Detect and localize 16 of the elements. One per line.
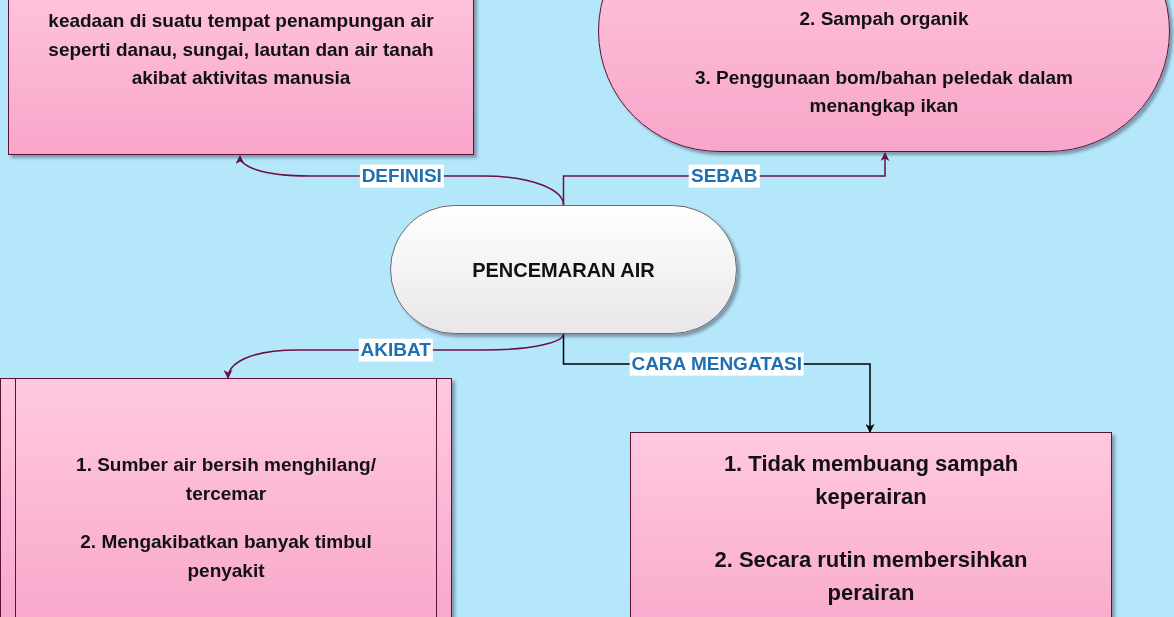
node-text: 2. Sampah organik xyxy=(799,7,969,31)
edge-label: AKIBAT xyxy=(358,338,433,362)
node-text: 1. Sumber air bersih menghilang/ tercemar xyxy=(75,453,377,506)
predefined-process-box xyxy=(0,378,452,617)
edge-label: DEFINISI xyxy=(359,164,444,188)
node-text: 2. Secara rutin membersihkan perairan xyxy=(713,546,1029,607)
edge-label: SEBAB xyxy=(689,164,760,188)
process-box xyxy=(630,432,1112,617)
node-text: 2. Mengakibatkan banyak timbul penyakit xyxy=(79,530,373,583)
edge-label: CARA MENGATASI xyxy=(629,352,805,376)
process-box xyxy=(8,0,474,155)
node-text: keadaan di suatu tempat penampungan air seperti danau, sungai, lautan dan air tanah akibat aktivitas manusia xyxy=(47,9,435,90)
node-text: 1. Tidak membuang sampah keperairan xyxy=(722,450,1020,511)
terminal-shape xyxy=(390,205,737,334)
node-text: 3. Penggunaan bom/bahan peledak dalam menangkap ikan xyxy=(694,65,1074,118)
node-text: PENCEMARAN AIR xyxy=(472,257,655,283)
